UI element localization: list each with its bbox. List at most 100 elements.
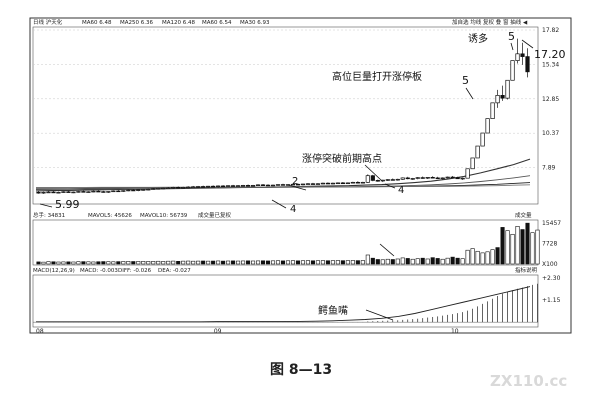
ma-legend-1: MA60 6.48 bbox=[82, 20, 112, 26]
candle-body bbox=[370, 175, 375, 181]
candle-body bbox=[500, 95, 505, 99]
candle-body bbox=[310, 183, 316, 185]
candle bbox=[141, 188, 146, 191]
candle-body bbox=[111, 190, 116, 193]
macd-panel bbox=[32, 274, 539, 328]
candle bbox=[260, 183, 266, 186]
candle-body bbox=[46, 191, 51, 194]
candle bbox=[196, 185, 201, 188]
volume-bar bbox=[415, 258, 420, 265]
candle bbox=[81, 190, 86, 193]
annotation-lure: 诱多 bbox=[468, 32, 488, 45]
macd-line bbox=[36, 286, 531, 323]
candle-body bbox=[355, 181, 360, 184]
volume-bar bbox=[420, 257, 425, 265]
macd-header-1: MACD(12,26,9) bbox=[33, 268, 75, 274]
candle bbox=[211, 185, 216, 188]
volume-tick-label: 15457 bbox=[542, 220, 561, 227]
volume-tick-label: X100 bbox=[542, 261, 558, 268]
candle bbox=[240, 184, 246, 187]
volume-bar bbox=[251, 260, 256, 265]
candle bbox=[96, 190, 101, 193]
candle-body bbox=[525, 56, 530, 73]
candle bbox=[275, 183, 281, 186]
volume-header-4: 成交量已复权 bbox=[198, 211, 232, 219]
arrow-breakout bbox=[364, 164, 382, 181]
volume-bar bbox=[320, 260, 325, 265]
candle-body bbox=[470, 157, 475, 170]
volume-header-3: MAVOL10: 56739 bbox=[140, 213, 188, 219]
volume-bar bbox=[315, 260, 320, 265]
volume-bar bbox=[405, 258, 410, 265]
volume-bar bbox=[355, 260, 360, 265]
candle bbox=[206, 185, 211, 188]
volume-bar bbox=[370, 257, 375, 265]
candle-body bbox=[325, 182, 331, 185]
volume-bar bbox=[480, 252, 485, 265]
volume-bar bbox=[51, 261, 56, 265]
volume-bar bbox=[300, 260, 306, 265]
ma-line-ma_d bbox=[36, 184, 531, 188]
arrow-low-price bbox=[39, 203, 53, 208]
candle-body bbox=[221, 185, 226, 188]
candle bbox=[460, 177, 465, 180]
volume-bar bbox=[186, 260, 191, 265]
candle bbox=[191, 185, 196, 188]
candle bbox=[415, 177, 420, 180]
candle-body bbox=[445, 176, 450, 179]
candle-body bbox=[305, 183, 311, 185]
candle-body bbox=[181, 186, 186, 189]
candle bbox=[305, 183, 311, 185]
volume-bar bbox=[275, 260, 281, 265]
candle bbox=[490, 102, 495, 119]
volume-bar bbox=[475, 250, 480, 265]
candle-body bbox=[56, 191, 61, 194]
candle-body bbox=[480, 132, 485, 147]
candle-body bbox=[415, 177, 420, 179]
volume-bar bbox=[260, 260, 266, 265]
candle bbox=[515, 38, 520, 64]
volume-bar bbox=[96, 261, 101, 265]
candle-body bbox=[245, 185, 251, 187]
candle bbox=[186, 186, 191, 189]
volume-bar bbox=[76, 261, 81, 265]
candle-body bbox=[76, 191, 81, 193]
macd-panel-label[interactable]: 指标说明 bbox=[515, 266, 538, 274]
volume-bar bbox=[375, 259, 380, 265]
candle-body bbox=[106, 191, 111, 193]
volume-bar bbox=[121, 261, 126, 265]
candle-body bbox=[265, 184, 271, 187]
candle bbox=[36, 190, 41, 194]
candle bbox=[270, 184, 276, 187]
volume-bar bbox=[106, 261, 111, 265]
price-tick-label: 15.34 bbox=[542, 61, 559, 68]
arrow-5-top bbox=[510, 42, 514, 51]
volume-bar bbox=[280, 260, 286, 265]
candle-body bbox=[375, 180, 380, 182]
volume-bar bbox=[196, 260, 201, 265]
candle-body bbox=[216, 185, 221, 188]
header-right-tools[interactable]: 加自选 均线 复权 叠 窗 抽线 ◀ bbox=[452, 18, 528, 26]
volume-bar bbox=[345, 260, 350, 265]
candle-body bbox=[36, 191, 41, 194]
candle bbox=[280, 183, 286, 186]
candle bbox=[505, 79, 510, 100]
candle bbox=[121, 190, 126, 193]
candle bbox=[255, 184, 261, 186]
volume-panel-label[interactable]: 成交量 bbox=[515, 211, 532, 219]
volume-bar bbox=[435, 258, 440, 265]
arrow-5-mid bbox=[465, 87, 474, 100]
candle bbox=[330, 182, 335, 185]
volume-bar bbox=[141, 260, 146, 265]
candle-body bbox=[96, 190, 101, 193]
volume-bar bbox=[226, 260, 231, 265]
candle bbox=[350, 181, 355, 184]
volume-bar bbox=[111, 261, 116, 265]
volume-bar bbox=[450, 256, 455, 265]
volume-bar bbox=[430, 257, 435, 265]
candle-body bbox=[405, 177, 410, 180]
candle-body bbox=[385, 179, 390, 181]
candle bbox=[116, 190, 121, 193]
candle bbox=[480, 132, 485, 147]
